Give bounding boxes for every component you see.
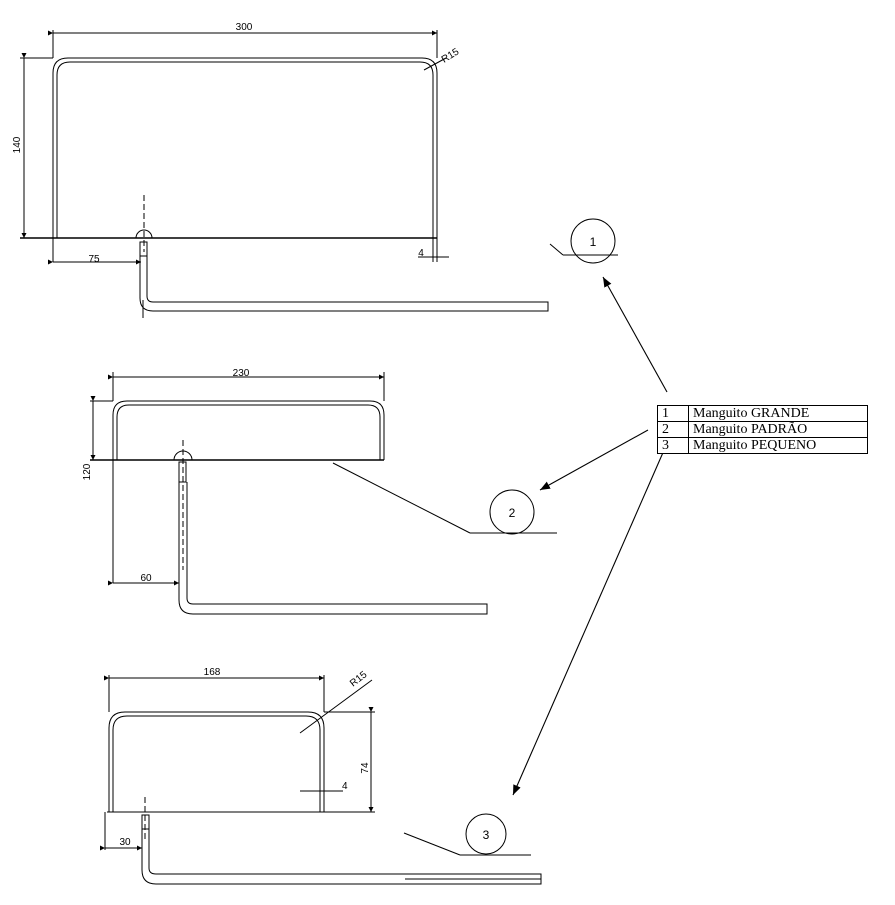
label-offset-3: 30 — [119, 837, 131, 848]
legend-row: 1 Manguito GRANDE — [657, 405, 868, 422]
legend-row: 2 Manguito PADRÃO — [657, 421, 868, 438]
balloon-3-label: 3 — [483, 828, 490, 842]
legend-number: 3 — [657, 437, 689, 454]
rod — [141, 829, 542, 885]
label-height-2: 120 — [82, 463, 93, 480]
frame-inner — [116, 404, 381, 460]
radius-leader — [299, 679, 373, 734]
legend-number: 1 — [657, 405, 689, 422]
drawing-3 — [100, 675, 542, 885]
frame-inner — [112, 715, 321, 812]
arrow-to-1 — [602, 276, 668, 393]
arrow-to-3 — [512, 447, 666, 796]
balloon-3 — [465, 813, 507, 855]
leader-3 — [403, 832, 461, 856]
radius-leader — [423, 57, 447, 71]
label-offset-1: 75 — [88, 254, 100, 265]
rod — [139, 256, 549, 312]
balloon-2-label: 2 — [509, 506, 516, 520]
label-thickness-1: 4 — [418, 248, 424, 259]
label-width-1: 300 — [236, 22, 253, 33]
frame-inner — [56, 61, 434, 238]
label-width-3: 168 — [204, 667, 221, 678]
label-thickness-3: 4 — [342, 781, 348, 792]
frame-outer — [108, 711, 325, 812]
legend-label: Manguito PADRÃO — [688, 421, 868, 438]
legend-row: 3 Manguito PEQUENO — [657, 437, 868, 454]
drawing-2 — [90, 372, 557, 615]
balloon-2 — [489, 489, 535, 535]
arrow-to-2 — [539, 429, 649, 491]
frame-outer — [112, 400, 385, 460]
label-width-2: 230 — [233, 368, 250, 379]
legend-label: Manguito PEQUENO — [688, 437, 868, 454]
hinge-arc — [135, 229, 153, 239]
label-radius-3: R15 — [348, 669, 370, 689]
legend-table: 1 Manguito GRANDE 2 Manguito PADRÃO 3 Ma… — [657, 405, 868, 454]
frame-outer — [52, 57, 438, 238]
label-height-3: 74 — [360, 762, 371, 774]
label-radius-1: R15 — [440, 46, 462, 65]
rod — [178, 482, 488, 615]
leader-2 — [332, 462, 471, 534]
legend-label: Manguito GRANDE — [688, 405, 868, 422]
label-height-1: 140 — [12, 136, 23, 153]
label-offset-2: 60 — [140, 573, 152, 584]
balloon-1-label: 1 — [590, 235, 597, 249]
balloon-1 — [570, 218, 616, 264]
legend-number: 2 — [657, 421, 689, 438]
drawing-1 — [20, 30, 549, 318]
